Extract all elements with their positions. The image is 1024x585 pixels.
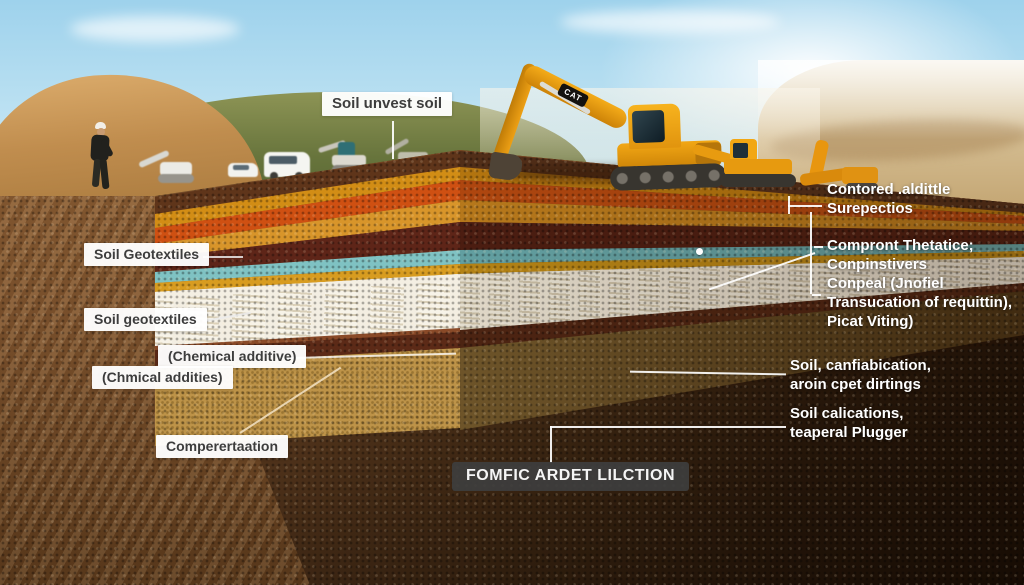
white-van xyxy=(264,152,310,180)
label-soil-geotextiles-2: Soil geotextiles xyxy=(84,308,207,331)
leader-line xyxy=(788,205,822,207)
label-contored-surepectios: Contored .aldittle Surepectios xyxy=(827,181,951,218)
second-excavator xyxy=(691,134,822,188)
worker-figure xyxy=(84,122,120,192)
label-soil-calications: Soil calications, teaperal Plugger xyxy=(790,405,908,442)
leader-line xyxy=(550,426,552,463)
cloud xyxy=(70,16,240,42)
leader-line xyxy=(203,256,243,258)
label-top-surface: Soil unvest soil xyxy=(322,92,453,116)
excavator-boom: CAT xyxy=(521,62,630,132)
label-compront-thetatice: Compront Thetatice; Conpinstivers Conpea… xyxy=(827,237,1013,331)
leader-line xyxy=(550,426,786,428)
excavator-cab xyxy=(627,103,682,150)
hard-hat xyxy=(95,122,106,129)
label-comperertaation: Comperertaation xyxy=(156,435,289,458)
leader-dot xyxy=(696,248,703,255)
cloud xyxy=(560,10,780,34)
label-soil-canfiabication: Soil, canfiabication, aroin cpet dirting… xyxy=(790,357,931,394)
leader-line xyxy=(392,121,394,159)
leader-line xyxy=(788,196,790,214)
excavator-bucket xyxy=(488,151,524,182)
cab-window xyxy=(631,110,665,144)
label-chemical-additive: (Chemical additive) xyxy=(158,345,307,368)
white-excavator xyxy=(138,148,202,184)
label-chmical-addities: (Chmical addities) xyxy=(92,366,233,389)
badge-fomfic-ardet-lilction: FOMFIC ARDET LILCTION xyxy=(452,462,689,491)
leader-tick xyxy=(812,294,821,296)
partial-machine-right xyxy=(799,139,895,192)
label-soil-geotextiles-1: Soil Geotextiles xyxy=(84,243,210,266)
leader-tick xyxy=(814,246,823,248)
white-car xyxy=(228,163,258,177)
